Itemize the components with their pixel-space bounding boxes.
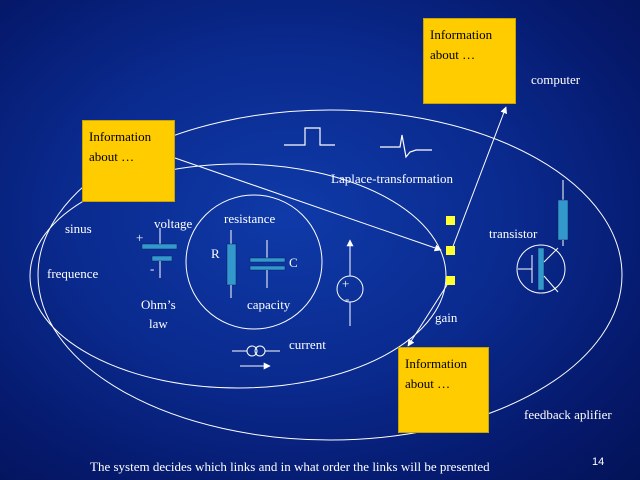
pulse-signal-icon: [284, 127, 335, 146]
label-current: current: [289, 337, 326, 352]
voltage-source-icon: [141, 228, 178, 278]
label-plus-battery: +: [136, 230, 144, 245]
info-box-line-1: Information: [430, 27, 493, 42]
link-node-2[interactable]: [446, 246, 455, 255]
page-number: 14: [592, 456, 605, 468]
resistor-icon: [226, 230, 237, 298]
link-arrow-to-top-info: [451, 106, 508, 250]
info-box-line-2: about …: [405, 376, 451, 391]
label-sinus: sinus: [65, 221, 92, 236]
label-ohms-law-2: law: [149, 316, 168, 331]
label-voltage: voltage: [154, 216, 193, 231]
info-box-line-1: Information: [405, 356, 468, 371]
link-arrow-to-gain: [174, 157, 442, 252]
label-plus-source: +: [342, 276, 350, 291]
label-minus-battery: -: [150, 261, 155, 276]
info-box-line-2: about …: [89, 149, 135, 164]
link-node-1[interactable]: [446, 216, 455, 225]
info-box-left[interactable]: Information about …: [82, 120, 175, 202]
transistor-icon: [516, 180, 569, 294]
info-box-bottom[interactable]: Information about …: [398, 347, 489, 433]
info-box-top[interactable]: Information about …: [423, 18, 516, 104]
capacitor-icon: [249, 240, 286, 288]
footer-caption: The system decides which links and in wh…: [90, 459, 490, 474]
dc-source-icon: [336, 239, 364, 326]
current-coil-icon: [232, 345, 280, 370]
info-box-line-1: Information: [89, 129, 152, 144]
label-capacity: capacity: [247, 297, 291, 312]
link-arrow-to-bottom-info: [407, 284, 448, 347]
label-frequence: frequence: [47, 266, 99, 281]
inner-circle: [185, 194, 323, 330]
label-r: R: [211, 246, 220, 261]
label-transistor: transistor: [489, 226, 538, 241]
label-feedback-amplifier: feedback aplifier: [524, 407, 612, 422]
label-ohms-law-1: Ohm’s: [141, 297, 176, 312]
info-box-line-2: about …: [430, 47, 476, 62]
outer-ellipse: [37, 109, 623, 441]
label-resistance: resistance: [224, 211, 276, 226]
label-computer: computer: [531, 72, 581, 87]
link-node-3[interactable]: [446, 276, 455, 285]
label-c: C: [289, 255, 298, 270]
label-minus-source: -: [345, 291, 350, 306]
impulse-signal-icon: [380, 134, 432, 159]
label-laplace: Laplace-transformation: [331, 171, 453, 186]
label-gain: gain: [435, 310, 458, 325]
